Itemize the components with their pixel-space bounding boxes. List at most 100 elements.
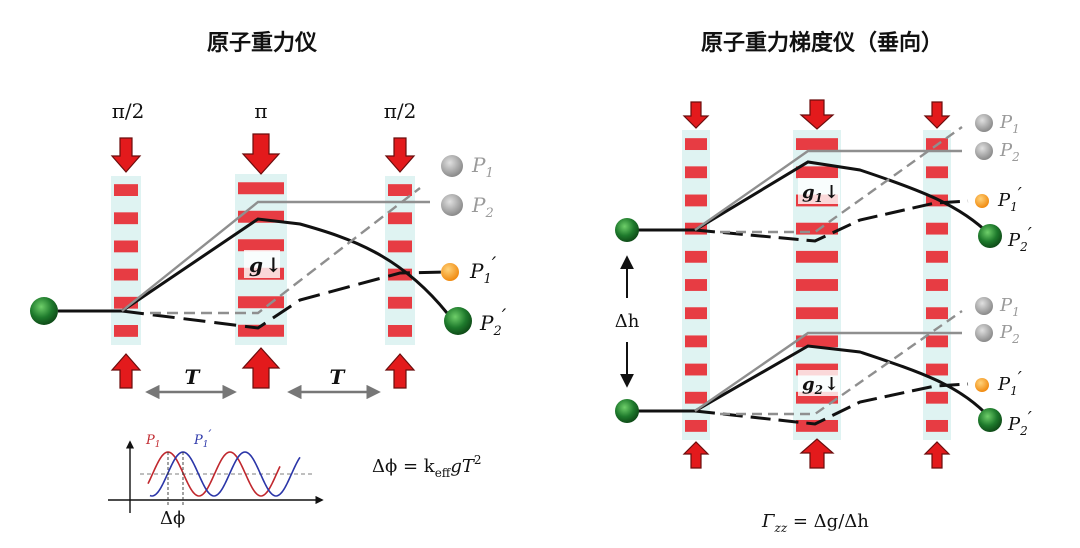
inset-label-p1prime: P1′ xyxy=(193,428,211,450)
phase-formula: Δϕ = keffgT2 xyxy=(372,453,482,480)
port-p1prime-upper xyxy=(975,194,989,208)
port-p2prime-upper xyxy=(978,224,1002,248)
beam-fringe xyxy=(685,194,707,207)
atom-source-left xyxy=(30,297,58,325)
port-p1-left xyxy=(441,155,463,177)
beam-fringe xyxy=(685,419,707,432)
beam-fringe xyxy=(796,391,838,404)
label-p2-upper: P2 xyxy=(999,140,1020,164)
beam-fringe xyxy=(926,363,948,376)
arrow-up-icon xyxy=(384,353,416,389)
beam-fringe xyxy=(388,184,412,196)
beam-fringe xyxy=(388,296,412,309)
arrow-down-icon xyxy=(384,137,416,173)
beam-fringe xyxy=(796,250,838,263)
arrow-up-icon xyxy=(241,347,281,389)
arrow-down-icon xyxy=(799,99,835,130)
port-p1-upper xyxy=(975,114,993,132)
beam-fringe xyxy=(114,296,138,309)
arrow-up-icon xyxy=(799,438,835,469)
interval-label-first: T xyxy=(185,365,202,389)
beam-fringe xyxy=(926,222,948,235)
label-p1-upper: P1 xyxy=(999,112,1020,136)
label-p1prime-upper: P1′ xyxy=(997,184,1022,214)
gravity-label-upper: g1↓ xyxy=(802,182,839,205)
label-p1-left: P1 xyxy=(471,153,494,181)
port-p2prime-left xyxy=(444,307,472,335)
pulse-label-middle: π xyxy=(254,99,267,123)
trajectories-right-lower xyxy=(630,310,992,426)
trajectories-right-upper xyxy=(630,126,992,243)
beam-fringe xyxy=(114,325,138,337)
beam-fringe xyxy=(238,182,284,195)
port-p1prime-left xyxy=(441,263,459,281)
beam-fringe xyxy=(238,296,284,309)
beam-fringe xyxy=(926,335,948,348)
inset-label-dphi: Δϕ xyxy=(160,508,185,529)
port-p1-lower xyxy=(975,297,993,315)
gravity-label-lower: g2↓ xyxy=(802,374,839,397)
beam-fringe xyxy=(238,324,284,337)
atom-source-upper xyxy=(615,218,639,242)
port-p1prime-lower xyxy=(975,378,989,392)
separation-label: Δh xyxy=(615,311,640,332)
beam-fringe xyxy=(926,166,948,179)
beam-fringe xyxy=(685,335,707,348)
gravity-label-left: g↓ xyxy=(249,253,282,277)
beam-fringe xyxy=(238,239,284,252)
label-p2prime-upper: P2′ xyxy=(1007,224,1032,254)
beam-fringe xyxy=(796,279,838,291)
beam-fringe xyxy=(114,240,138,253)
arrow-up-icon xyxy=(682,441,710,469)
label-p2prime-lower: P2′ xyxy=(1007,408,1032,438)
port-p2prime-lower xyxy=(978,408,1002,432)
fringe-inset: P1 P1′ Δϕ xyxy=(108,428,324,529)
beam-fringe xyxy=(926,307,948,320)
interval-label-second: T xyxy=(330,365,347,389)
title-left: 原子重力仪 xyxy=(207,31,318,56)
atom-source-lower xyxy=(615,399,639,423)
port-p2-lower xyxy=(975,324,993,342)
laser-arrows-right xyxy=(682,99,951,469)
port-p2-left xyxy=(441,194,463,216)
label-p1prime-lower: P1′ xyxy=(997,368,1022,398)
beam-fringe xyxy=(796,138,838,151)
beam-fringe xyxy=(796,363,838,376)
label-p2-left: P2 xyxy=(471,193,494,221)
beam-fringe xyxy=(796,335,838,348)
arrow-down-icon xyxy=(682,101,710,129)
beam-fringe xyxy=(926,419,948,432)
beam-fringe xyxy=(796,222,838,235)
beam-fringe xyxy=(238,210,284,223)
pulse-label-first: π/2 xyxy=(112,99,145,123)
beam-fringe xyxy=(388,240,412,253)
pulse-label-last: π/2 xyxy=(384,99,417,123)
beam-fringe xyxy=(926,279,948,291)
beam-fringe xyxy=(685,307,707,320)
label-p2prime-left: P2′ xyxy=(479,304,507,339)
beam-fringe xyxy=(388,212,412,225)
gradient-formula: Γzz = Δg/Δh xyxy=(761,511,869,535)
laser-arrows-left xyxy=(110,133,416,389)
arrow-up-icon xyxy=(110,353,142,389)
laser-beam xyxy=(111,176,141,345)
beam-fringe xyxy=(685,166,707,179)
beam-fringe xyxy=(388,268,412,281)
beam-fringe xyxy=(926,391,948,404)
beam-fringe xyxy=(796,419,838,432)
beam-fringe xyxy=(796,166,838,179)
arrow-down-icon xyxy=(923,101,951,129)
beam-fringe xyxy=(685,363,707,376)
beam-fringe xyxy=(685,279,707,291)
inset-curve-p1prime xyxy=(149,451,301,497)
beam-fringe xyxy=(114,184,138,196)
beam-fringe xyxy=(685,250,707,263)
beam-fringe xyxy=(926,250,948,263)
beam-fringe xyxy=(114,268,138,281)
beam-fringe xyxy=(114,212,138,225)
inset-curve-p1 xyxy=(147,451,281,497)
inset-label-p1: P1 xyxy=(145,433,160,450)
arrow-down-icon xyxy=(241,133,281,175)
beam-fringe xyxy=(796,307,838,320)
